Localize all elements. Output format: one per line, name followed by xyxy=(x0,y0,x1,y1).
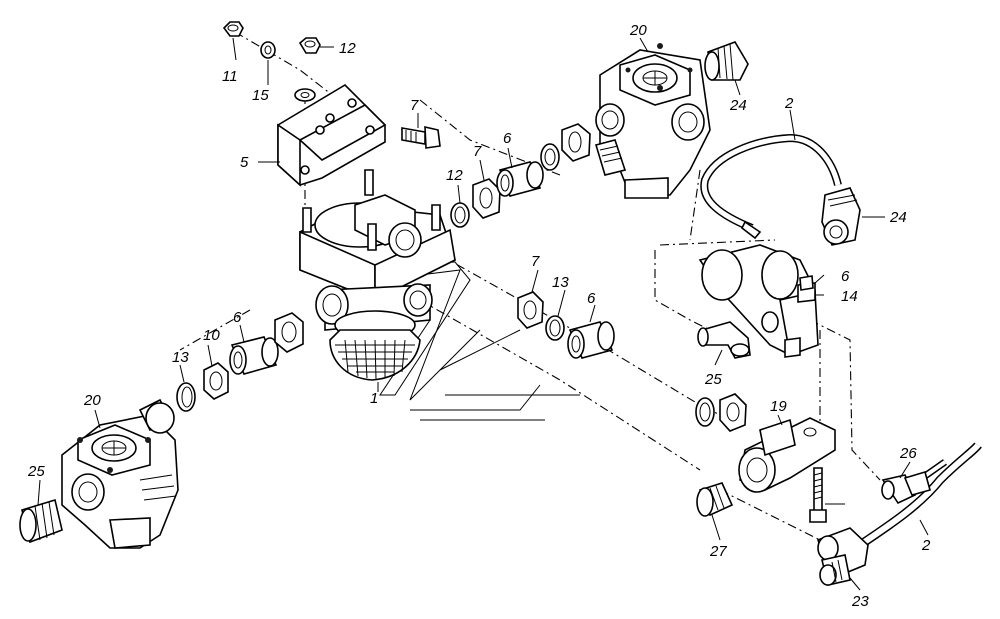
nut-lower-right xyxy=(719,393,747,432)
relay-valve-part-1 xyxy=(299,169,456,381)
nut-upper-2 xyxy=(561,123,591,162)
washer-part-15 xyxy=(294,88,316,102)
callout-11: 7 xyxy=(410,97,419,114)
nut-part-7-left xyxy=(203,362,229,400)
fitting-part-24-lower xyxy=(19,498,63,544)
tee-part-22 xyxy=(816,527,869,586)
washer-part-12-small xyxy=(260,41,276,59)
hose-part-2-upper xyxy=(700,133,842,240)
callout-13-upper: 12 xyxy=(446,167,463,184)
callout-13-left: 13 xyxy=(172,349,189,366)
sleeve-part-6-left xyxy=(229,336,279,375)
fitting-part-24-upper xyxy=(704,41,749,81)
nut-part-7-left-2 xyxy=(274,312,304,353)
sealing-ring-lower-right xyxy=(695,397,715,427)
nut-part-7-upper xyxy=(472,178,501,219)
callout-19: 19 xyxy=(770,398,787,415)
connector-part-23 xyxy=(821,187,861,246)
callout-1: 1 xyxy=(370,390,378,407)
callout-7-middle: 7 xyxy=(531,253,540,270)
callout-6-middle: 6 xyxy=(587,290,596,307)
fitting-part-26 xyxy=(696,482,734,517)
valve-part-20-upper xyxy=(594,43,711,199)
sealing-ring-part-13-left xyxy=(176,382,196,412)
callout-7-left: 10 xyxy=(203,327,220,344)
sleeve-part-6-middle xyxy=(567,321,615,359)
elbow-part-25-upper xyxy=(697,321,751,359)
callout-12-left: 11 xyxy=(222,68,238,85)
callout-6-upper: 6 xyxy=(503,130,512,147)
callout-12-right: 12 xyxy=(339,40,356,57)
callout-26: 27 xyxy=(709,543,727,560)
valve-part-20-lower xyxy=(61,398,179,549)
callout-2-lower: 2 xyxy=(921,537,931,554)
callout-22: 23 xyxy=(851,593,869,610)
callout-13-middle: 13 xyxy=(552,274,569,291)
callout-15: 15 xyxy=(252,87,269,104)
callout-24-lower: 25 xyxy=(27,463,45,480)
sealing-ring-part-13-upper xyxy=(450,202,470,228)
callout-10: 6 xyxy=(841,268,850,285)
union-part-19 xyxy=(738,417,836,493)
callout-5: 5 xyxy=(240,154,249,171)
elbow-part-25-lower xyxy=(881,470,931,505)
background-hatching xyxy=(365,261,580,421)
callout-14: 14 xyxy=(841,288,858,305)
nipple-part-14 xyxy=(797,275,816,303)
valve-part-10 xyxy=(698,244,819,358)
callout-25-upper: 25 xyxy=(704,371,722,388)
sealing-ring-part-13-middle xyxy=(545,315,565,341)
leader-lines xyxy=(37,37,929,591)
callout-labels: 11 15 12 7 5 12 7 6 20 24 2 24 6 14 7 13… xyxy=(27,22,931,610)
callout-24-upper: 24 xyxy=(729,97,747,114)
callout-23: 24 xyxy=(889,209,907,226)
sleeve-part-6-upper xyxy=(496,161,544,197)
sealing-ring-upper-2 xyxy=(540,143,560,171)
callout-2-upper: 2 xyxy=(784,95,794,112)
bolt-part-27 xyxy=(809,467,827,523)
callout-6-left: 6 xyxy=(233,309,242,326)
bolt-part-11 xyxy=(401,125,441,149)
nut-part-12-right xyxy=(298,37,321,54)
nut-part-12-left xyxy=(222,21,244,37)
hose-part-2-lower xyxy=(857,442,982,549)
callout-25-lower: 26 xyxy=(899,445,917,462)
callout-20-lower: 20 xyxy=(83,392,101,409)
bracket-part-5 xyxy=(277,83,387,187)
callout-20-upper: 20 xyxy=(629,22,647,39)
callout-7-upper: 7 xyxy=(473,143,482,160)
nut-part-7-middle xyxy=(517,291,544,329)
